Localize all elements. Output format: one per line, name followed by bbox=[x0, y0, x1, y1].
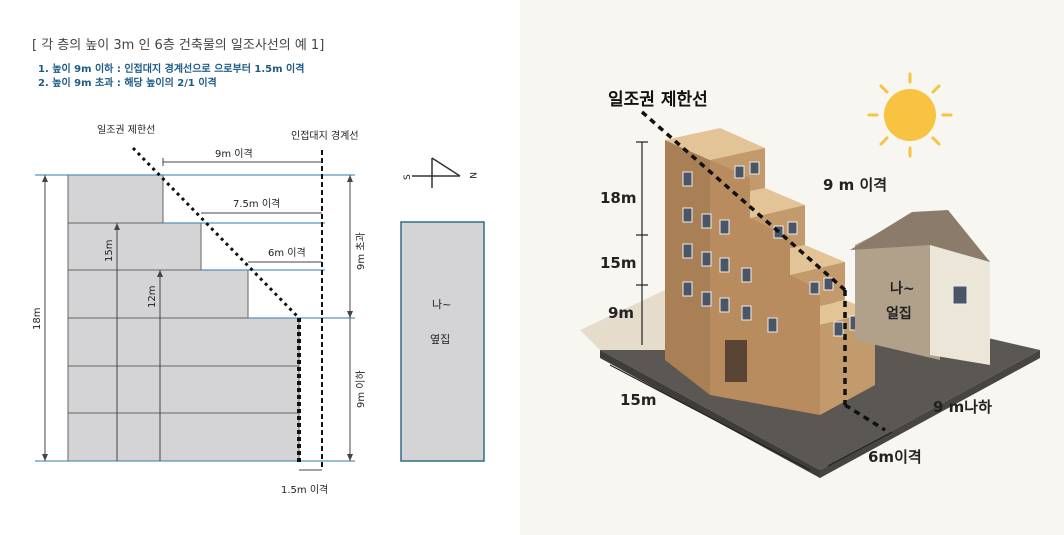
dim-width-15m bbox=[609, 364, 811, 471]
cross-section-panel: [ 각 층의 높이 3m 인 6층 건축물의 일조사선의 예 1] 1. 높이 … bbox=[0, 0, 520, 535]
neighbor-house-side bbox=[855, 215, 940, 360]
building-left-face-top bbox=[665, 140, 710, 395]
label-under-9m: 9m 이하 bbox=[354, 370, 367, 408]
label-under-9m-3d: 9 m나하 bbox=[933, 398, 992, 416]
label-9m-3d: 9m bbox=[608, 304, 634, 322]
label-15m: 15m bbox=[104, 240, 115, 262]
neighbor-label-1: 나~ bbox=[432, 298, 451, 311]
dim-setback-6m bbox=[827, 431, 893, 467]
floor-3 bbox=[67, 317, 300, 367]
floor-1 bbox=[67, 412, 300, 462]
compass-n: N bbox=[467, 172, 477, 179]
floor-5 bbox=[67, 222, 202, 271]
isometric-panel: 일조권 제한선 18m 15m 9m 9 m 이격 15m 6m이격 9 m나하… bbox=[520, 0, 1064, 535]
label-setback-7-5m: 7.5m 이격 bbox=[233, 197, 280, 210]
neighbor-window bbox=[952, 285, 968, 305]
label-18m: 18m bbox=[32, 308, 43, 330]
sunlight-limit-line bbox=[131, 146, 301, 320]
floor-6 bbox=[67, 174, 164, 224]
label-setback-1-5m: 1.5m 이격 bbox=[281, 483, 328, 496]
building-door bbox=[725, 340, 747, 382]
rule-1: 1. 높이 9m 이하 : 인접대지 경계선으로 으로부터 1.5m 이격 bbox=[38, 64, 305, 75]
label-sunlight-line: 일조권 제한선 bbox=[97, 124, 155, 136]
neighbor-label-3d-2: 얼집 bbox=[886, 305, 912, 322]
rule-2: 2. 높이 9m 초과 : 해당 높이의 2/1 이격 bbox=[38, 78, 217, 89]
label-over-9m: 9m 초과 bbox=[355, 232, 367, 270]
label-15m-width: 15m bbox=[620, 391, 657, 409]
neighbor-label-2: 옆집 bbox=[430, 333, 450, 346]
building-shadow bbox=[580, 290, 670, 350]
cross-section-svg: 일조권 제한선 인접대지 경계선 9m 이격 7.5m 이격 6m 이격 1.5… bbox=[32, 124, 485, 496]
roof-top bbox=[665, 128, 765, 160]
label-setback-9m: 9m 이격 bbox=[215, 147, 253, 160]
neighbor-house-roof bbox=[850, 210, 990, 262]
compass-icon bbox=[412, 157, 461, 188]
label-18m-3d: 18m bbox=[600, 189, 637, 207]
floor-4 bbox=[67, 269, 249, 319]
floor-2 bbox=[67, 365, 300, 414]
label-boundary-line: 인접대지 경계선 bbox=[291, 129, 359, 142]
compass-s: S bbox=[403, 174, 413, 180]
sun-icon bbox=[867, 72, 953, 158]
neighbor-house-box bbox=[400, 221, 485, 462]
label-15m-3d: 15m bbox=[600, 254, 637, 272]
isometric-svg: 일조권 제한선 18m 15m 9m 9 m 이격 15m 6m이격 9 m나하… bbox=[580, 72, 1040, 478]
neighbor-label-3d-1: 나~ bbox=[890, 281, 915, 297]
label-sunlight-line-3d: 일조권 제한선 bbox=[608, 90, 708, 110]
label-setback-6m: 6m 이격 bbox=[268, 246, 306, 259]
label-setback-9m-3d: 9 m 이격 bbox=[823, 176, 887, 194]
label-setback-6m-3d: 6m이격 bbox=[868, 448, 922, 466]
label-12m: 12m bbox=[147, 286, 158, 308]
sunlight-limit-line-3d bbox=[640, 110, 847, 292]
diagram-title: [ 각 층의 높이 3m 인 6층 건축물의 일조사선의 예 1] bbox=[32, 38, 325, 53]
